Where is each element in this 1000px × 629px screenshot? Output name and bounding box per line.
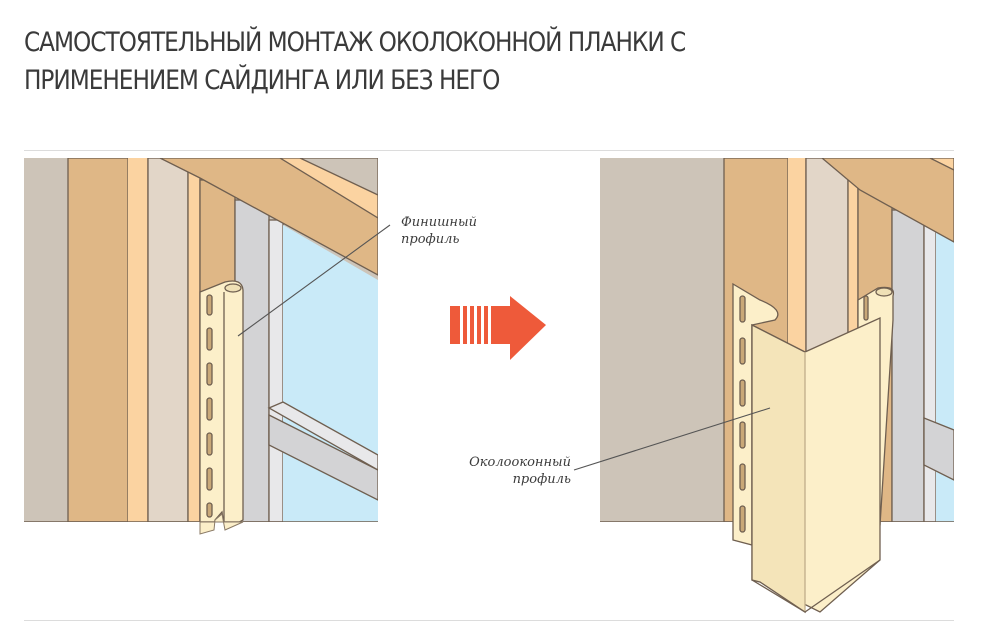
- left-panel-illustration: [24, 158, 378, 522]
- label-line-2: профиль: [512, 472, 571, 487]
- right-callout-leader: [573, 407, 771, 471]
- title-line-1: САМОСТОЯТЕЛЬНЫЙ МОНТАЖ ОКОЛОКОННОЙ ПЛАНК…: [24, 27, 686, 58]
- top-divider: [24, 150, 954, 151]
- label-line-1: Финишный: [401, 215, 477, 230]
- window-profile-shape: [732, 282, 895, 614]
- label-line-2: профиль: [401, 232, 460, 247]
- label-line-1: Околооконный: [469, 455, 571, 470]
- bottom-divider: [24, 620, 954, 621]
- title-line-2: ПРИМЕНЕНИЕМ САЙДИНГА ИЛИ БЕЗ НЕГО: [24, 65, 500, 96]
- finishing-profile-shape: [199, 280, 244, 522]
- page-title: САМОСТОЯТЕЛЬНЫЙ МОНТАЖ ОКОЛОКОННОЙ ПЛАНК…: [24, 24, 798, 100]
- window-profile-label: Околооконный профиль: [456, 454, 571, 488]
- left-callout-leader: [237, 224, 391, 337]
- finishing-profile-label: Финишный профиль: [401, 214, 477, 248]
- right-arrow-icon: [450, 296, 546, 360]
